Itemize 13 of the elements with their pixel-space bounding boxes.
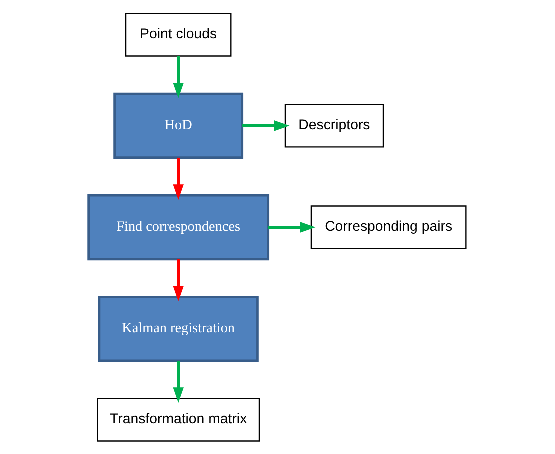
node-box: Descriptors [284,104,384,148]
arrow [173,56,184,98]
arrow [173,157,184,200]
node-box: Kalman registration [98,296,259,362]
node-box: HoD [114,92,244,158]
arrow [173,259,184,302]
arrow [268,222,316,232]
arrow [242,120,290,131]
node-box: Find correspondences [88,194,270,260]
node-box: Corresponding pairs [310,205,467,249]
node-box: Point clouds [125,12,232,56]
arrow [173,360,184,403]
node-box: Transformation matrix [97,398,260,442]
